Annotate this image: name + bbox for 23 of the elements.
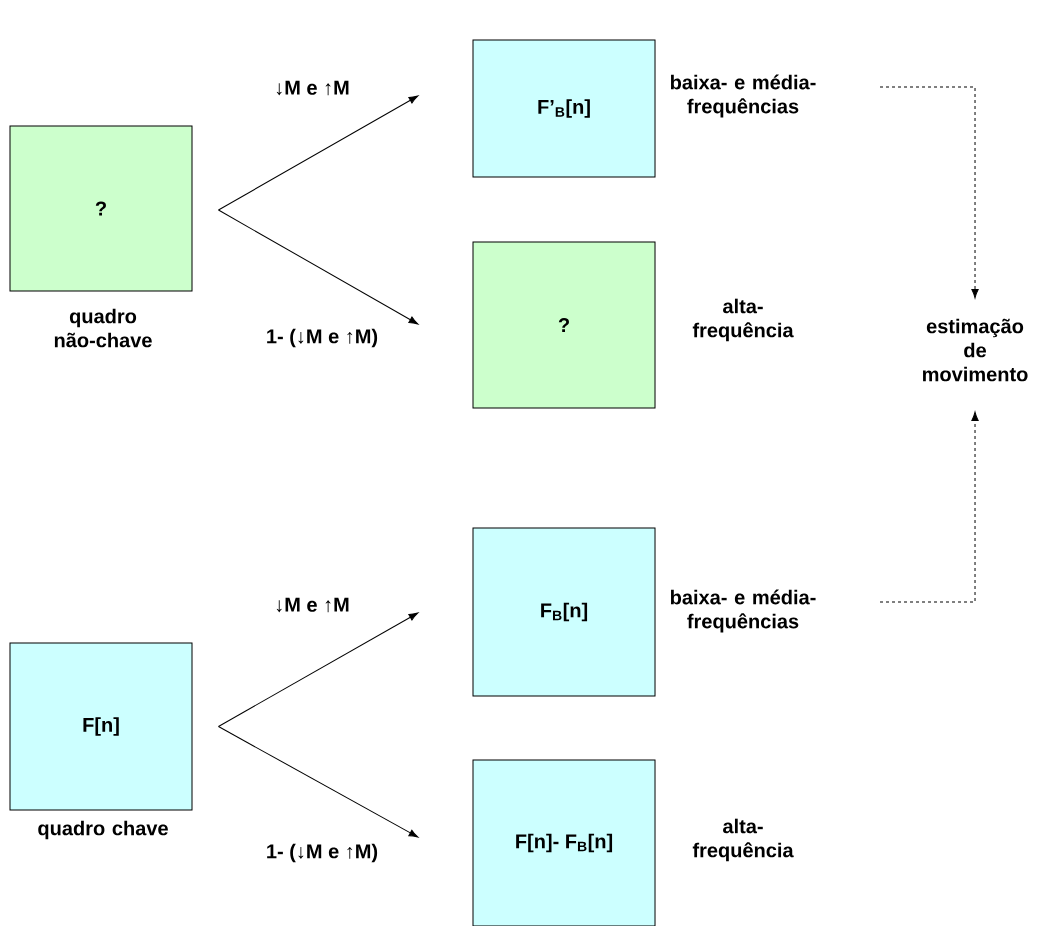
text-label: estimação de movimento	[923, 318, 1028, 382]
frequency-label: alta-frequência	[692, 298, 794, 342]
edge-label: 1- (↓M e ↑M)	[267, 328, 378, 348]
arrow	[218, 726, 419, 838]
arrow	[218, 209, 419, 325]
frame-box: F$_{B}$[n]	[472, 527, 656, 697]
arrow	[218, 612, 419, 727]
node-caption: quadro não-chave	[54, 308, 152, 348]
arrow	[879, 411, 979, 603]
text-label: baixa- e média-frequências	[670, 589, 816, 633]
arrow	[879, 86, 979, 299]
text-label: baixa- e média-frequências	[670, 74, 816, 118]
edge-label: 1- (↓M e ↑M)	[267, 843, 378, 863]
frame-box: F’$_{B}$[n]	[472, 39, 656, 178]
frame-box: F[n]- F$_{B}$[n]	[472, 759, 656, 926]
frame-box: ?	[472, 241, 656, 409]
node-caption: quadro chave	[38, 820, 168, 840]
frame-box: ?	[9, 125, 193, 292]
arrow	[218, 95, 419, 211]
edge-label: ↓M e ↑M	[276, 80, 349, 96]
frame-box: F[n]	[9, 642, 193, 811]
frequency-label: alta-frequência	[692, 818, 794, 862]
edge-label: ↓M e ↑M	[276, 597, 349, 613]
